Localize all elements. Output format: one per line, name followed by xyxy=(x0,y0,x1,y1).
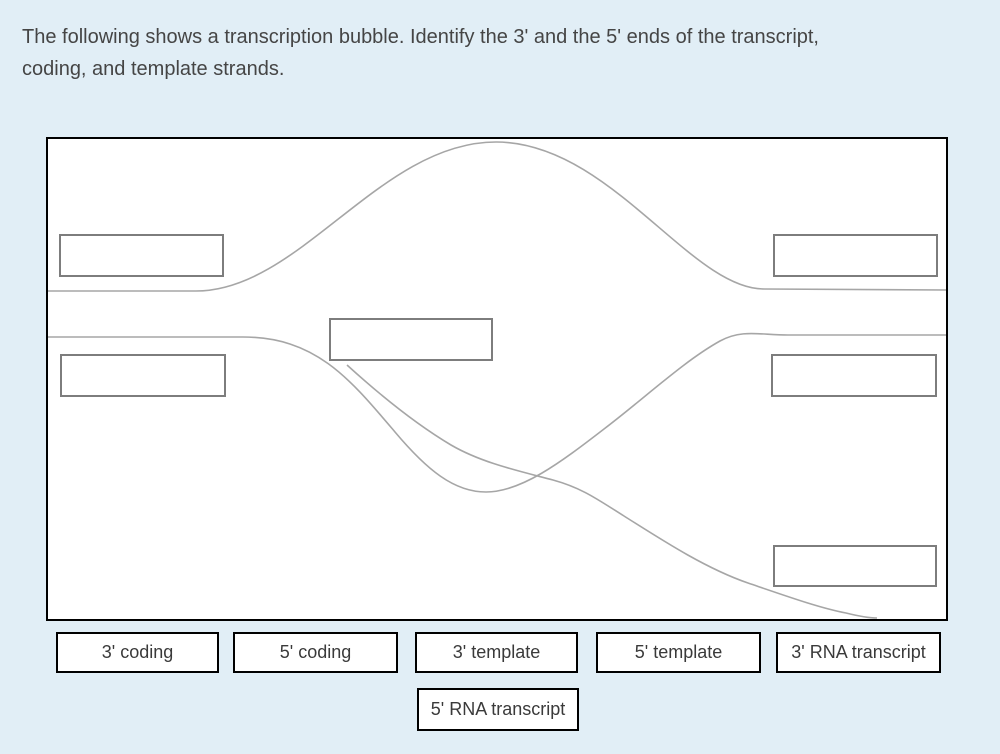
label-tile-5-template[interactable]: 5' template xyxy=(596,632,761,673)
question-line-1: The following shows a transcription bubb… xyxy=(22,26,819,48)
answer-slot-lower-strand-left[interactable] xyxy=(60,354,226,397)
question-text: The following shows a transcription bubb… xyxy=(22,21,972,85)
coding-strand-curve xyxy=(48,141,946,292)
answer-slot-rna-near-bubble[interactable] xyxy=(329,318,493,361)
question-line-2: coding, and template strands. xyxy=(22,58,285,80)
label-tile-3-rna-transcript[interactable]: 3' RNA transcript xyxy=(776,632,941,673)
label-tile-5-rna-transcript[interactable]: 5' RNA transcript xyxy=(417,688,579,731)
strand-curves xyxy=(48,141,946,619)
label-tile-5-coding[interactable]: 5' coding xyxy=(233,632,398,673)
answer-slot-upper-strand-left[interactable] xyxy=(59,234,224,277)
answer-slot-rna-end-right[interactable] xyxy=(773,545,937,587)
label-tile-3-template[interactable]: 3' template xyxy=(415,632,578,673)
template-strand-curve xyxy=(48,332,946,493)
answer-slot-lower-strand-right[interactable] xyxy=(771,354,937,397)
answer-slot-upper-strand-right[interactable] xyxy=(773,234,938,277)
label-tile-3-coding[interactable]: 3' coding xyxy=(56,632,219,673)
transcription-bubble-diagram xyxy=(46,137,948,621)
rna-transcript-curve xyxy=(346,364,878,619)
